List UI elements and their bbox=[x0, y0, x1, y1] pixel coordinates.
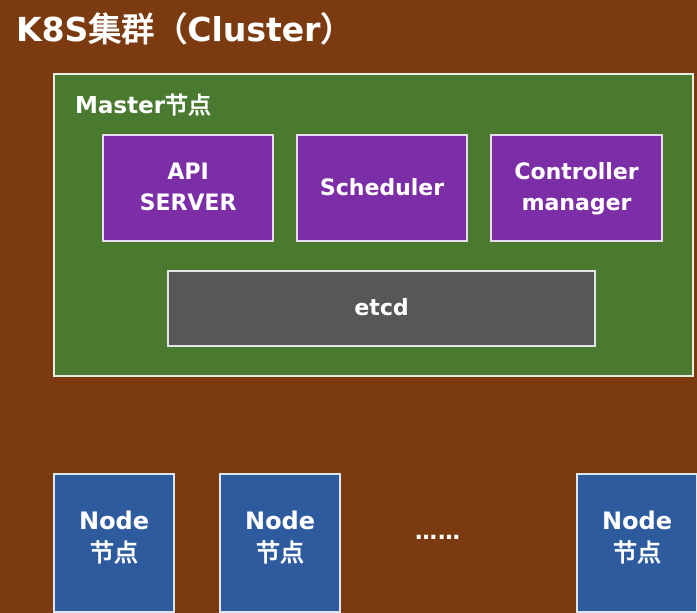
node-label-line-1: Node bbox=[78, 507, 150, 535]
controller-manager-label-line-1: Controller bbox=[514, 160, 639, 185]
api-server-label-line-2: SERVER bbox=[139, 191, 237, 216]
node-label-line-2: 节点 bbox=[90, 539, 138, 567]
scheduler-box: Scheduler bbox=[296, 134, 468, 242]
cluster-title: K8S集群（Cluster） bbox=[16, 10, 354, 49]
node-label-line-1: Node bbox=[601, 507, 673, 535]
ellipsis-text: …… bbox=[415, 520, 461, 545]
etcd-box: etcd bbox=[167, 270, 596, 347]
api-server-label-line-1: API bbox=[167, 160, 209, 185]
master-node-box: Master节点 API SERVER Scheduler Controller… bbox=[53, 73, 694, 377]
node-label-line-2: 节点 bbox=[613, 539, 661, 567]
node-label-line-1: Node bbox=[244, 507, 316, 535]
controller-manager-label-line-2: manager bbox=[521, 191, 632, 216]
api-server-box: API SERVER bbox=[102, 134, 274, 242]
worker-node-box: Node 节点 bbox=[576, 473, 697, 613]
controller-manager-box: Controller manager bbox=[490, 134, 663, 242]
master-node-label: Master节点 bbox=[75, 93, 212, 119]
worker-node-box: Node 节点 bbox=[219, 473, 341, 613]
worker-node-box: Node 节点 bbox=[53, 473, 175, 613]
node-label-line-2: 节点 bbox=[256, 539, 304, 567]
etcd-label: etcd bbox=[354, 296, 409, 321]
scheduler-label: Scheduler bbox=[319, 175, 445, 201]
